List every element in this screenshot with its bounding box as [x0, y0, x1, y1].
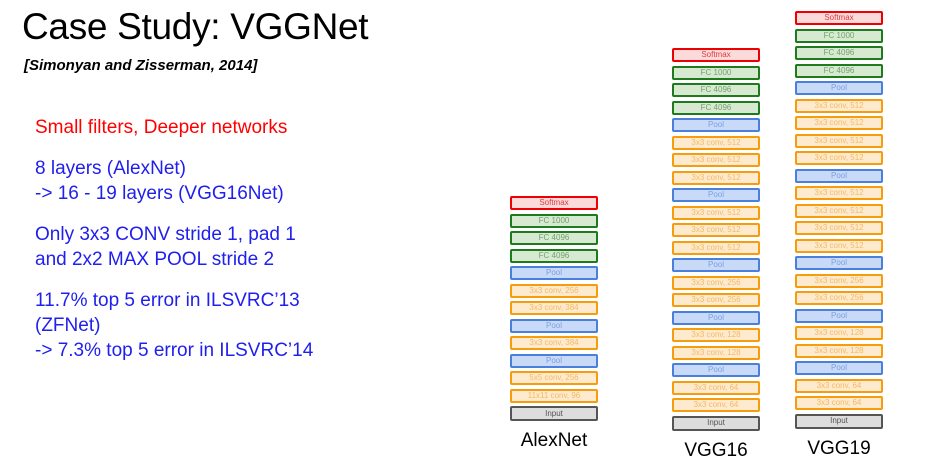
- layer-block-pool: Pool: [795, 256, 883, 270]
- layer-block-conv: 3x3 conv, 256: [795, 291, 883, 305]
- bullet-group: 11.7% top 5 error in ILSVRC’13 (ZFNet) -> …: [35, 288, 475, 363]
- slide-text-pane: Case Study: VGGNet [Simonyan and Zisserm…: [22, 6, 475, 379]
- layer-block-conv: 3x3 conv, 256: [672, 293, 760, 307]
- bullet-line: -> 16 - 19 layers (VGG16Net): [35, 183, 284, 204]
- bullet-list: Small filters, Deeper networks 8 layers (…: [35, 115, 475, 379]
- layer-block-fc: FC 4096: [510, 248, 598, 263]
- layer-block-softmax: Softmax: [510, 196, 598, 210]
- layer-block-conv: 3x3 conv, 64: [795, 378, 883, 393]
- layer-block-fc: FC 4096: [672, 100, 760, 115]
- layer-block-conv: 3x3 conv, 512: [795, 98, 883, 113]
- layer-block-conv: 3x3 conv, 512: [795, 238, 883, 253]
- layer-block-conv: 3x3 conv, 512: [672, 223, 760, 237]
- layer-block-conv: 5x5 conv, 256: [510, 371, 598, 385]
- bullet-line: 11.7% top 5 error in ILSVRC’13: [35, 290, 300, 311]
- layer-block-conv: 3x3 conv, 128: [672, 328, 760, 342]
- layer-block-conv: 3x3 conv, 128: [795, 343, 883, 358]
- layer-block-conv: 3x3 conv, 512: [795, 133, 883, 148]
- layer-block-fc: FC 4096: [795, 46, 883, 60]
- layer-block-pool: Pool: [672, 258, 760, 272]
- layer-block-conv: 3x3 conv, 384: [510, 336, 598, 350]
- layer-block-fc: FC 4096: [672, 83, 760, 97]
- bullet-group: 8 layers (AlexNet) -> 16 - 19 layers (VGG…: [35, 156, 475, 206]
- network-label: AlexNet: [520, 430, 588, 451]
- layer-block-conv: 3x3 conv, 128: [795, 326, 883, 340]
- layer-block-pool: Pool: [510, 318, 598, 333]
- layer-block-conv: 3x3 conv, 512: [795, 221, 883, 235]
- layer-block-conv: 3x3 conv, 128: [672, 345, 760, 360]
- layer-block-pool: Pool: [672, 363, 760, 377]
- page-title: Case Study: VGGNet: [22, 6, 369, 47]
- layer-block-fc: FC 1000: [510, 213, 598, 228]
- layer-block-conv: 3x3 conv, 256: [672, 275, 760, 290]
- layer-block-pool: Pool: [510, 266, 598, 280]
- layer-block-conv: 3x3 conv, 512: [672, 153, 760, 167]
- bullet-group: Only 3x3 CONV stride 1, pad 1 and 2x2 MAX…: [35, 222, 475, 272]
- layer-block-input: Input: [510, 406, 598, 421]
- layer-block-conv: 3x3 conv, 64: [795, 396, 883, 410]
- layer-block-pool: Pool: [795, 168, 883, 183]
- bullet-line: 8 layers (AlexNet): [35, 158, 186, 179]
- layer-block-conv: 3x3 conv, 64: [672, 380, 760, 395]
- layer-block-conv: 3x3 conv, 256: [510, 283, 598, 298]
- layer-block-conv: 3x3 conv, 64: [672, 398, 760, 412]
- layer-block-conv: 3x3 conv, 512: [672, 240, 760, 255]
- layer-block-conv: 3x3 conv, 512: [795, 151, 883, 165]
- layer-block-conv: 3x3 conv, 256: [795, 273, 883, 288]
- layer-block-conv: 3x3 conv, 512: [795, 186, 883, 200]
- layer-block-fc: FC 4096: [795, 63, 883, 78]
- layer-block-input: Input: [672, 415, 760, 431]
- layer-block-softmax: Softmax: [795, 11, 883, 25]
- layer-block-pool: Pool: [795, 81, 883, 95]
- layer-block-pool: Pool: [795, 308, 883, 323]
- network-label: VGG19: [807, 437, 871, 459]
- layer-block-pool: Pool: [510, 353, 598, 368]
- layer-block-softmax: Softmax: [672, 48, 760, 62]
- layer-block-fc: FC 4096: [510, 231, 598, 245]
- bullet-line: -> 7.3% top 5 error in ILSVRC’14: [35, 340, 314, 361]
- layer-block-conv: 3x3 conv, 512: [795, 203, 883, 218]
- network-label: VGG16: [684, 439, 748, 461]
- layer-block-conv: 3x3 conv, 512: [672, 170, 760, 185]
- layer-block-pool: Pool: [672, 118, 760, 132]
- citation-text: [Simonyan and Zisserman, 2014]: [24, 57, 258, 74]
- layer-block-conv: 11x11 conv, 96: [510, 388, 598, 403]
- layer-block-fc: FC 1000: [672, 65, 760, 80]
- layer-block-fc: FC 1000: [795, 28, 883, 43]
- layer-block-conv: 3x3 conv, 512: [795, 116, 883, 130]
- layer-block-conv: 3x3 conv, 512: [672, 205, 760, 220]
- layer-block-pool: Pool: [672, 188, 760, 202]
- layer-block-pool: Pool: [795, 361, 883, 375]
- layer-block-conv: 3x3 conv, 384: [510, 301, 598, 315]
- bullet-line: and 2x2 MAX POOL stride 2: [35, 249, 275, 270]
- bullet-line: Only 3x3 CONV stride 1, pad 1: [35, 224, 296, 245]
- layer-block-conv: 3x3 conv, 512: [672, 135, 760, 150]
- bullet-line: Small filters, Deeper networks: [35, 117, 288, 138]
- layer-block-pool: Pool: [672, 310, 760, 325]
- layer-block-input: Input: [795, 413, 883, 429]
- bullet-group: Small filters, Deeper networks: [35, 115, 475, 140]
- bullet-line: (ZFNet): [35, 315, 101, 336]
